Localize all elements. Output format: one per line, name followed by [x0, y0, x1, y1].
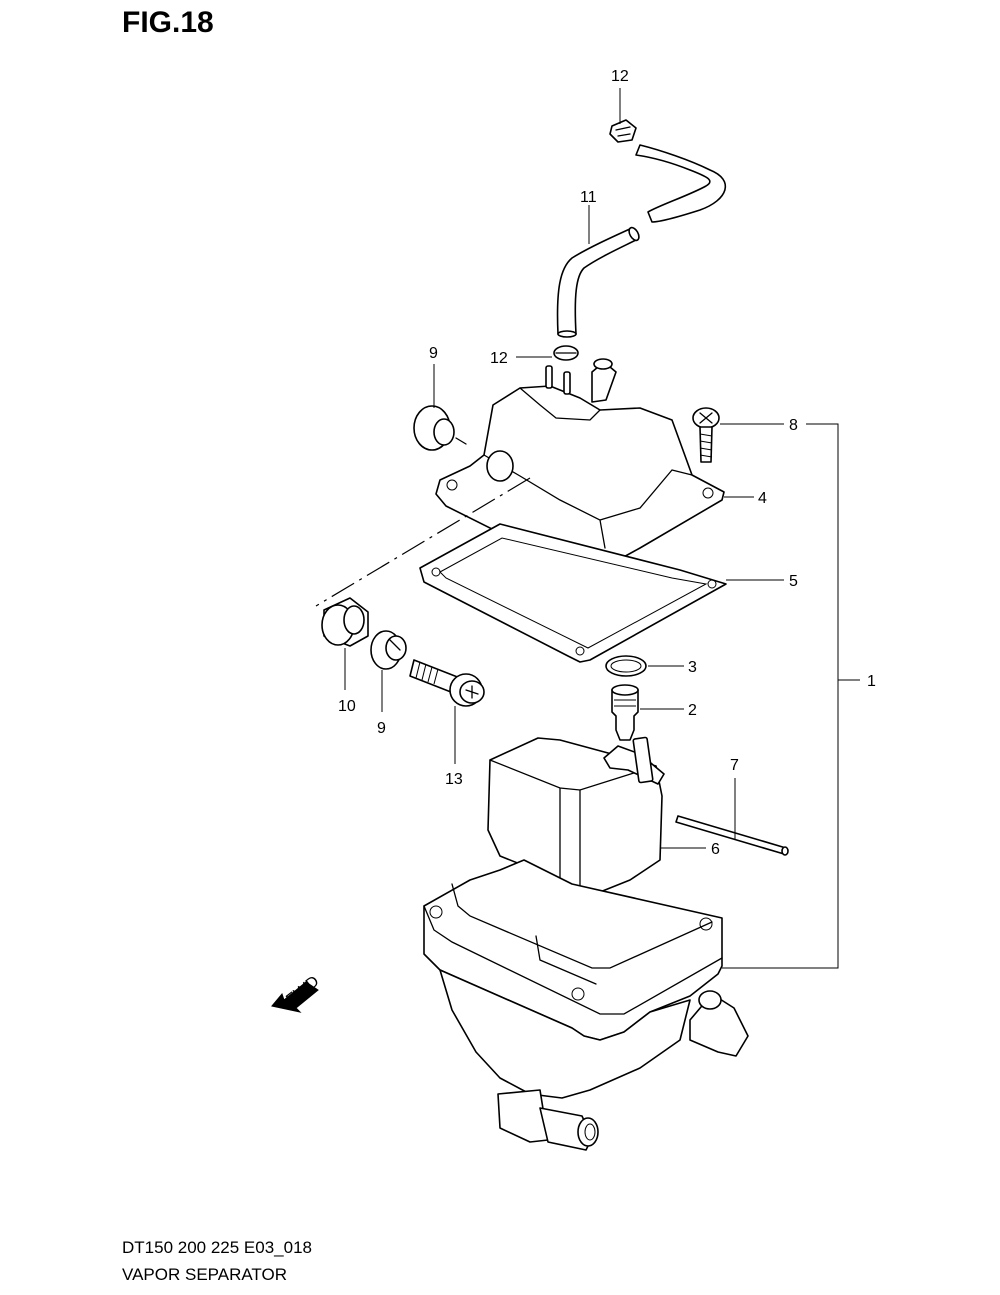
callout-7: 7 — [730, 757, 739, 774]
figure-model-code: DT150 200 225 E03_018 — [122, 1238, 312, 1257]
callout-3: 3 — [688, 659, 697, 676]
figure-title: FIG.18 — [122, 6, 214, 39]
chamber-body — [423, 859, 749, 1151]
callout-11: 11 — [580, 189, 597, 206]
pin-part-7 — [675, 815, 789, 856]
fwd-label: FWD — [283, 973, 322, 1009]
callouts: 12 11 9 12 8 4 5 3 2 1 10 9 13 7 6 — [338, 68, 876, 858]
leader-lines — [344, 88, 860, 969]
figure-part-name: VAPOR SEPARATOR — [122, 1265, 288, 1284]
callout-13: 13 — [445, 771, 463, 788]
callout-4: 4 — [758, 490, 767, 507]
float-part-6 — [487, 736, 665, 893]
bolt-part-13 — [409, 659, 485, 707]
needle-valve-part-2 — [611, 684, 639, 741]
callout-5: 5 — [789, 573, 798, 590]
callout-9-bottom: 9 — [377, 720, 386, 737]
grommet-part-9-top — [413, 405, 467, 451]
callout-10: 10 — [338, 698, 356, 715]
callout-2: 2 — [688, 702, 697, 719]
callout-6: 6 — [711, 841, 720, 858]
washer-part-9-bottom — [370, 630, 407, 670]
clip-part-12-mid — [553, 345, 579, 361]
clip-part-12-top — [609, 119, 637, 143]
fwd-arrow-icon: FWD — [271, 973, 322, 1013]
gasket-part-5 — [419, 523, 727, 663]
callout-12-top: 12 — [611, 68, 629, 85]
callout-12-mid: 12 — [490, 350, 508, 367]
callout-8: 8 — [789, 417, 798, 434]
callout-1: 1 — [867, 673, 876, 690]
grommet-part-10 — [321, 597, 369, 647]
callout-9-top: 9 — [429, 345, 438, 362]
o-ring-part-3 — [605, 655, 647, 677]
screw-part-8 — [692, 407, 720, 463]
hose-part-11 — [556, 144, 727, 338]
